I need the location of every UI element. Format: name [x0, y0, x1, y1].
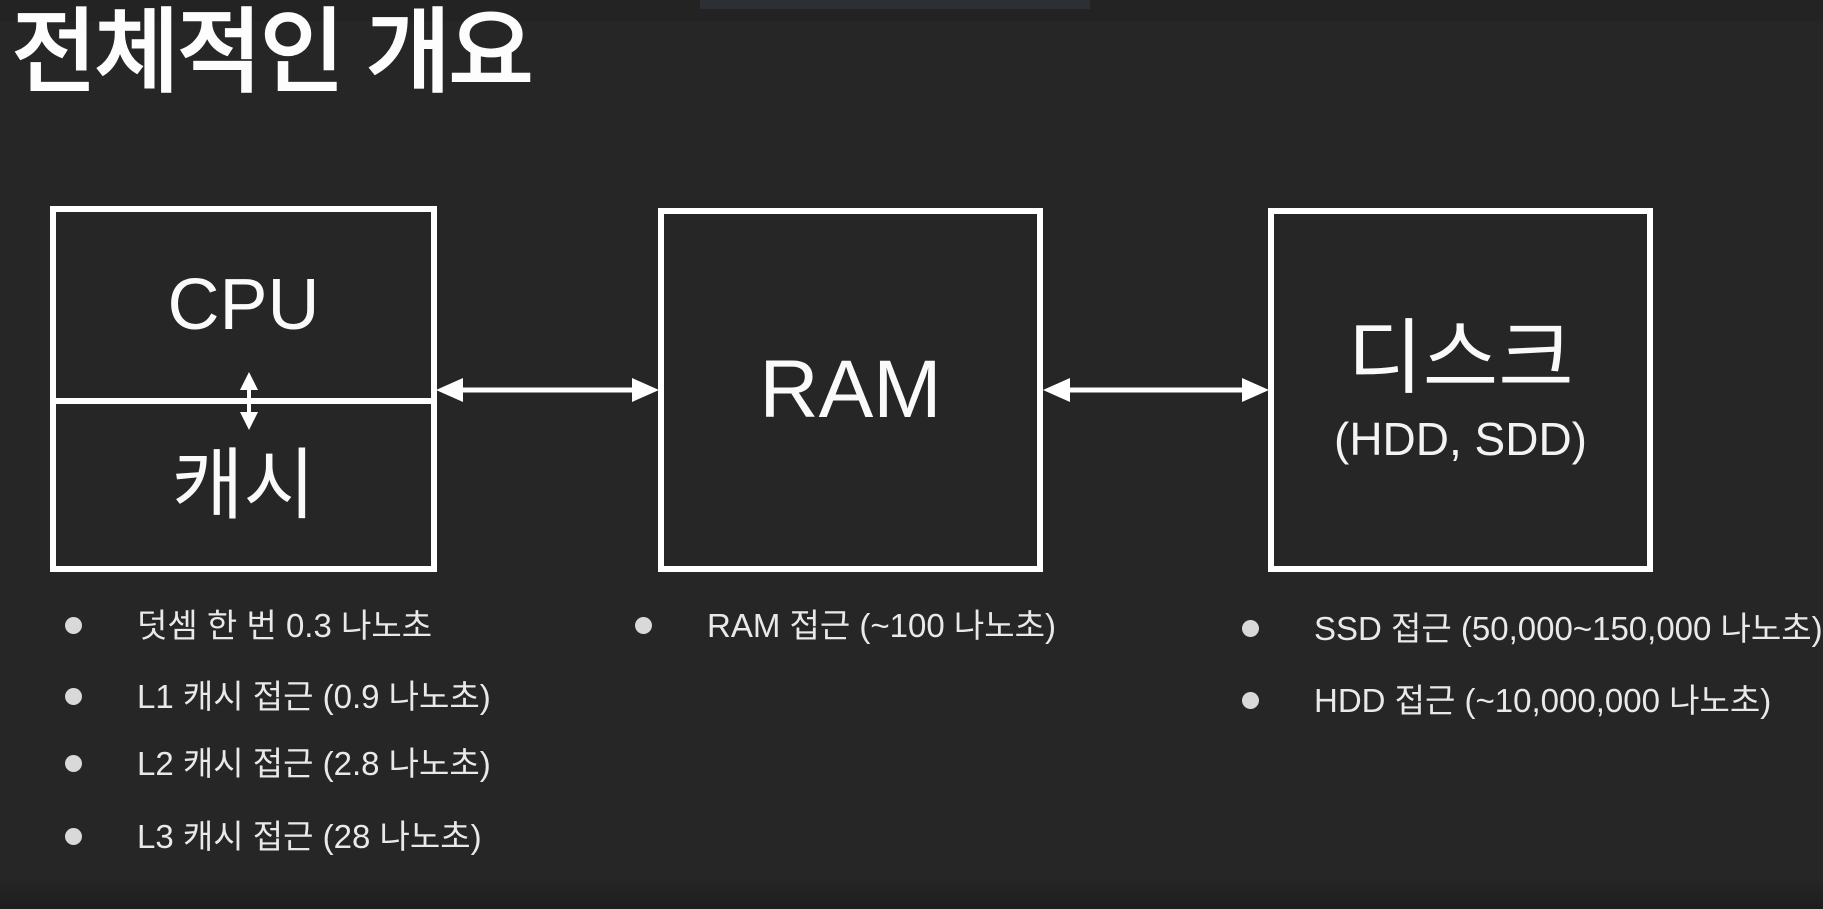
bullet-icon [635, 616, 652, 634]
ram-label: RAM [759, 344, 942, 435]
note-text: L2 캐시 접근 (2.8 나노초) [137, 744, 491, 782]
note-l2-cache: L2 캐시 접근 (2.8 나노초) [65, 742, 491, 784]
cpu-ram-arrow-icon [436, 378, 659, 402]
bullet-icon [1242, 619, 1259, 637]
note-text: RAM 접근 (~100 나노초) [707, 606, 1056, 644]
cpu-cache-arrow-icon [240, 372, 258, 430]
note-l3-cache: L3 캐시 접근 (28 나노초) [65, 815, 482, 857]
cpu-cache-box: CPU 캐시 [50, 206, 437, 572]
note-text: L1 캐시 접근 (0.9 나노초) [137, 677, 491, 715]
note-text: 덧셈 한 번 0.3 나노초 [137, 606, 433, 644]
bullet-icon [65, 687, 82, 705]
cache-cell: 캐시 [56, 404, 431, 566]
ram-box: RAM [658, 208, 1043, 572]
cpu-cell: CPU [56, 212, 431, 404]
cpu-label: CPU [167, 265, 320, 345]
note-text: SSD 접근 (50,000~150,000 나노초) [1314, 609, 1823, 647]
bullet-icon [65, 616, 82, 634]
note-ram-access: RAM 접근 (~100 나노초) [635, 604, 1056, 646]
note-hdd-access: HDD 접근 (~10,000,000 나노초) [1242, 679, 1771, 721]
bullet-icon [1242, 691, 1259, 709]
bottom-fade [0, 879, 1823, 909]
cache-label: 캐시 [171, 441, 316, 529]
disk-sublabel: (HDD, SDD) [1334, 413, 1587, 465]
note-text: HDD 접근 (~10,000,000 나노초) [1314, 681, 1772, 719]
note-cpu-add: 덧셈 한 번 0.3 나노초 [65, 604, 432, 646]
note-text: L3 캐시 접근 (28 나노초) [137, 817, 482, 855]
note-ssd-access: SSD 접근 (50,000~150,000 나노초) [1242, 607, 1823, 649]
disk-box: 디스크 (HDD, SDD) [1268, 208, 1653, 572]
disk-label: 디스크 [1347, 313, 1574, 404]
slide-title: 전체적인 개요 [12, 2, 533, 104]
top-band [0, 0, 1823, 21]
bullet-icon [65, 827, 82, 845]
note-l1-cache: L1 캐시 접근 (0.9 나노초) [65, 675, 491, 717]
ram-disk-arrow-icon [1043, 378, 1269, 402]
bullet-icon [65, 754, 82, 772]
top-strip [700, 0, 1090, 9]
